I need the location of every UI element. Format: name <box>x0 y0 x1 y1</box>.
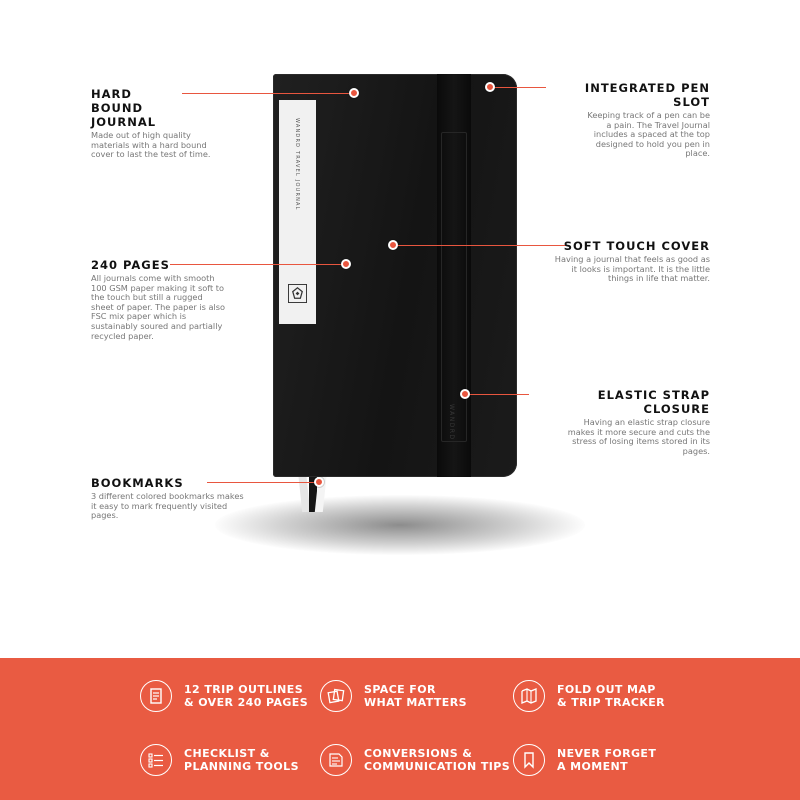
notebook-icon <box>140 680 172 712</box>
feature-checklist-line2: PLANNING TOOLS <box>184 760 299 773</box>
pen-loop <box>441 132 467 442</box>
pages-marker <box>341 259 351 269</box>
feature-trip-outlines-line2: & OVER 240 PAGES <box>184 696 309 709</box>
feature-checklist-label: CHECKLIST & PLANNING TOOLS <box>184 747 299 773</box>
feature-space: SPACE FOR WHAT MATTERS <box>320 680 467 712</box>
feature-map-line1: FOLD OUT MAP <box>557 683 656 696</box>
pen-slot-leader-line <box>490 87 546 88</box>
feature-never-forget-line2: A MOMENT <box>557 760 629 773</box>
feature-trip-outlines: 12 TRIP OUTLINES & OVER 240 PAGES <box>140 680 308 712</box>
callout-bookmarks: BOOKMARKS 3 different colored bookmarks … <box>91 476 251 521</box>
callout-pen-slot-body: Keeping track of a pen can be a pain. Th… <box>587 110 710 159</box>
map-icon <box>513 680 545 712</box>
elastic-strap: WANDRD <box>437 74 471 477</box>
callout-hard-bound-title: HARD BOUND JOURNAL <box>91 87 157 129</box>
callout-soft-touch: SOFT TOUCH COVER Having a journal that f… <box>548 239 710 284</box>
callout-pen-slot-title: INTEGRATED PEN SLOT <box>584 81 710 109</box>
bookmarks-leader-line <box>207 482 319 483</box>
conversions-icon <box>320 744 352 776</box>
hard-bound-marker <box>349 88 359 98</box>
journal-label-text: WANDRD TRAVEL JOURNAL <box>294 118 300 211</box>
elastic-leader-line <box>465 394 529 395</box>
strap-brand-text: WANDRD <box>448 404 455 441</box>
callout-hard-bound-body: Made out of high quality materials with … <box>91 130 211 160</box>
callout-elastic: ELASTIC STRAP CLOSURE Having an elastic … <box>530 388 710 456</box>
feature-conversions-line1: CONVERSIONS & <box>364 747 473 760</box>
feature-space-line2: WHAT MATTERS <box>364 696 467 709</box>
feature-checklist-line1: CHECKLIST & <box>184 747 270 760</box>
feature-conversions-line2: COMMUNICATION TIPS <box>364 760 511 773</box>
pen-slot-marker <box>485 82 495 92</box>
callout-soft-touch-title: SOFT TOUCH COVER <box>563 239 710 253</box>
callout-elastic-title: ELASTIC STRAP CLOSURE <box>597 388 710 416</box>
callout-pages-title: 240 PAGES <box>91 258 170 272</box>
callout-pages-body: All journals come with smooth 100 GSM pa… <box>91 273 226 341</box>
feature-checklist: CHECKLIST & PLANNING TOOLS <box>140 744 299 776</box>
feature-map-line2: & TRIP TRACKER <box>557 696 666 709</box>
bookmark-icon <box>513 744 545 776</box>
soft-touch-leader-line <box>393 245 566 246</box>
feature-space-label: SPACE FOR WHAT MATTERS <box>364 683 467 709</box>
feature-map-label: FOLD OUT MAP & TRIP TRACKER <box>557 683 665 709</box>
callout-bookmarks-body: 3 different colored bookmarks makes it e… <box>91 491 244 521</box>
callout-bookmarks-title: BOOKMARKS <box>91 476 184 490</box>
brand-logo-icon <box>288 284 307 303</box>
checklist-icon <box>140 744 172 776</box>
callout-elastic-body: Having an elastic strap closure makes it… <box>567 417 710 456</box>
feature-space-line1: SPACE FOR <box>364 683 436 696</box>
callout-soft-touch-body: Having a journal that feels as good as i… <box>554 254 710 284</box>
callout-pen-slot: INTEGRATED PEN SLOT Keeping track of a p… <box>548 81 710 159</box>
feature-map: FOLD OUT MAP & TRIP TRACKER <box>513 680 665 712</box>
bookmarks-marker <box>314 477 324 487</box>
feature-never-forget-line1: NEVER FORGET <box>557 747 657 760</box>
pages-leader-line <box>170 264 346 265</box>
bookmark-ribbon-black <box>309 470 317 512</box>
notebook-shadow <box>215 495 585 555</box>
feature-band: 12 TRIP OUTLINES & OVER 240 PAGES SPACE … <box>0 658 800 800</box>
journal-label-card: WANDRD TRAVEL JOURNAL <box>279 100 316 324</box>
feature-never-forget-label: NEVER FORGET A MOMENT <box>557 747 656 773</box>
elastic-marker <box>460 389 470 399</box>
feature-trip-outlines-line1: 12 TRIP OUTLINES <box>184 683 304 696</box>
hard-bound-leader-line <box>182 93 354 94</box>
photos-icon <box>320 680 352 712</box>
feature-trip-outlines-label: 12 TRIP OUTLINES & OVER 240 PAGES <box>184 683 308 709</box>
feature-conversions-label: CONVERSIONS & COMMUNICATION TIPS <box>364 747 510 773</box>
feature-never-forget: NEVER FORGET A MOMENT <box>513 744 656 776</box>
callout-pages: 240 PAGES All journals come with smooth … <box>91 258 231 341</box>
feature-conversions: CONVERSIONS & COMMUNICATION TIPS <box>320 744 510 776</box>
soft-touch-marker <box>388 240 398 250</box>
callout-hard-bound: HARD BOUND JOURNAL Made out of high qual… <box>91 87 231 160</box>
